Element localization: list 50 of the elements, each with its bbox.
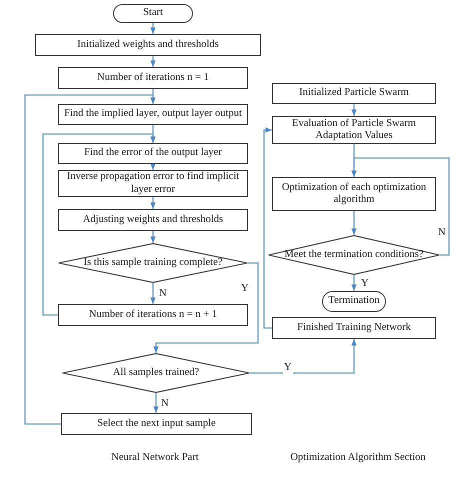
node-text: Evaluation of Particle Swarm Adaptation Values — [291, 118, 417, 142]
node-text: Inverse propagation error to find implicit layer error — [66, 171, 240, 196]
node-text: Is this sample training complete? — [82, 256, 224, 270]
arrow — [153, 393, 159, 413]
decision-diamond — [62, 353, 250, 393]
arrow — [150, 56, 156, 67]
arrow — [263, 127, 272, 329]
process-box — [58, 67, 248, 89]
process-box — [58, 143, 248, 164]
arrow — [150, 163, 156, 170]
node-text: Initialized weights and thresholds — [76, 38, 220, 52]
process-box — [272, 317, 436, 339]
node-text: Initialized Particle Swarm — [298, 87, 410, 100]
node-text: Start — [142, 7, 164, 20]
process-box — [35, 34, 261, 56]
arrow — [24, 94, 156, 425]
process-box — [61, 413, 252, 435]
edge-label: Y — [283, 362, 293, 374]
arrow — [150, 23, 156, 34]
process-box — [272, 83, 436, 104]
decision-diamond — [58, 243, 248, 283]
node-text: Find the implied layer, output layer output — [63, 108, 243, 121]
arrow — [153, 262, 259, 353]
node-text: Find the error of the output layer — [83, 147, 223, 160]
node-text: Finished Training Network — [296, 322, 412, 334]
node-text: Optimization of each optimization algorithm — [280, 182, 428, 206]
decision-diamond — [268, 235, 440, 275]
arrow — [250, 339, 357, 374]
arrow — [351, 157, 450, 256]
arrow — [351, 104, 357, 116]
node-text: Number of iterations n = 1 — [96, 72, 210, 84]
section-caption: Optimization Algorithm Section — [290, 452, 426, 463]
node-text: Select the next input sample — [96, 418, 217, 430]
section-caption: Neural Network Part — [111, 452, 199, 463]
process-box — [58, 104, 248, 125]
node-text: Meet the termination conditions? — [283, 248, 425, 262]
node-text: Termination — [327, 295, 381, 308]
node-text: Number of iterations n = n + 1 — [88, 308, 218, 322]
process-box — [58, 209, 248, 231]
node-text: All samples trained? — [112, 366, 200, 380]
arrow — [351, 275, 357, 291]
process-box — [272, 177, 436, 211]
arrow — [150, 197, 156, 209]
arrow — [150, 283, 156, 304]
process-box — [272, 116, 436, 144]
process-box — [58, 304, 248, 326]
arrow — [351, 211, 357, 235]
arrow — [42, 133, 156, 316]
arrow — [150, 231, 156, 243]
node-text: Adjusting weights and thresholds — [82, 214, 224, 226]
